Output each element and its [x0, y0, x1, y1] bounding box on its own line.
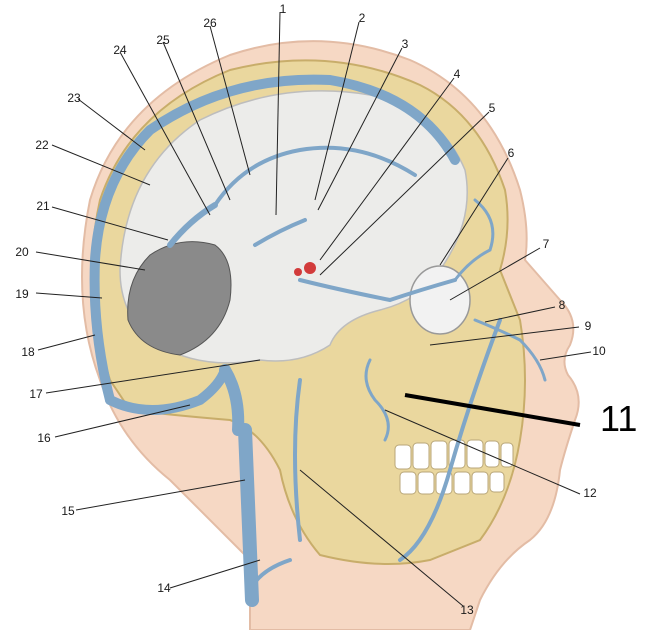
straight-sinus — [167, 202, 218, 248]
pineal-gland — [294, 268, 302, 276]
supraorbital-vein — [473, 318, 522, 342]
eyeball — [409, 265, 471, 335]
label-21: 21 — [36, 199, 50, 213]
sigmoid-sinus — [219, 364, 245, 436]
label-14: 14 — [157, 581, 171, 595]
leader-lines — [35, 11, 592, 607]
inferior-sagittal-sinus — [213, 145, 417, 207]
label-19: 19 — [15, 287, 29, 301]
label-8: 8 — [559, 298, 566, 312]
internal-jugular-vein — [238, 423, 259, 607]
label-22: 22 — [35, 138, 49, 152]
external-jugular-vein — [248, 558, 292, 592]
label-5: 5 — [489, 101, 496, 115]
label-26: 26 — [203, 16, 217, 30]
retromandibular-vein — [293, 378, 302, 542]
label-15: 15 — [61, 504, 75, 518]
pituitary-gland — [304, 262, 316, 274]
label-1: 1 — [280, 2, 287, 16]
label-4: 4 — [454, 67, 461, 81]
superior-sagittal-sinus — [89, 74, 460, 405]
label-16: 16 — [37, 431, 51, 445]
label-12: 12 — [583, 486, 597, 500]
label-6: 6 — [508, 146, 515, 160]
label-7: 7 — [543, 237, 550, 251]
ophthalmic-vein — [453, 198, 495, 282]
venous-sinuses — [89, 74, 547, 607]
label-18: 18 — [21, 345, 35, 359]
great-cerebral-vein — [253, 218, 307, 247]
label-24: 24 — [113, 43, 127, 57]
cerebellum-region — [127, 241, 232, 356]
angular-vein — [518, 338, 547, 382]
label-17: 17 — [29, 387, 43, 401]
transverse-sinus — [105, 365, 230, 415]
cavernous-sinus — [298, 278, 457, 303]
facial-vein — [398, 318, 502, 562]
label-23: 23 — [67, 91, 81, 105]
label-13: 13 — [460, 603, 474, 617]
label-2: 2 — [359, 11, 366, 25]
label-11: 11 — [600, 398, 637, 439]
label-9: 9 — [585, 319, 592, 333]
label-10: 10 — [592, 344, 606, 358]
label-20: 20 — [15, 245, 29, 259]
pterygoid-plexus — [364, 358, 390, 442]
label-3: 3 — [402, 37, 409, 51]
label-25: 25 — [156, 33, 170, 47]
